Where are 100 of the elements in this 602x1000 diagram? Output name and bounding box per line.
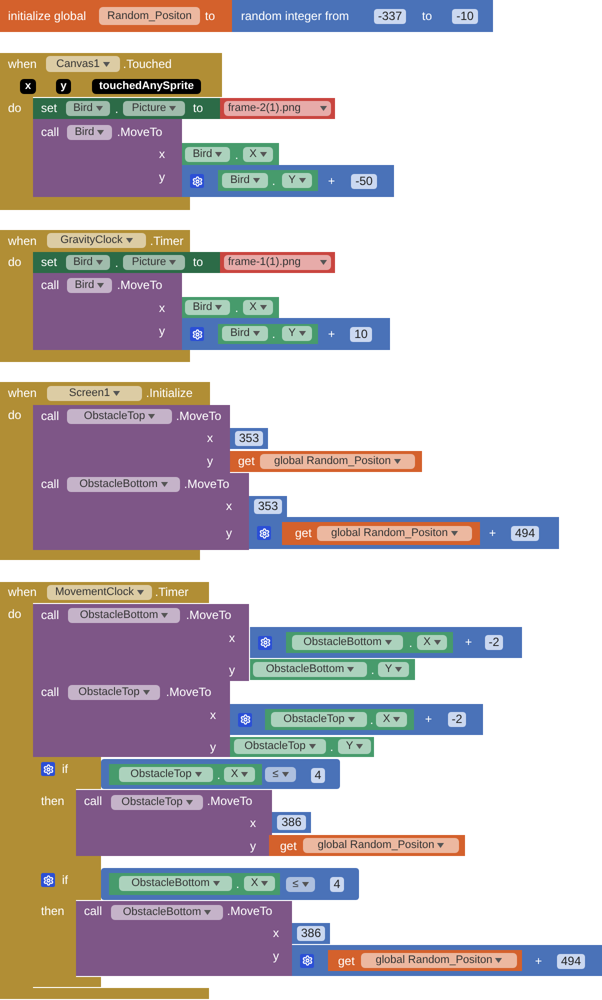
method-call-block — [76, 901, 292, 976]
block-label: . — [236, 877, 240, 891]
dropdown-field — [185, 300, 230, 315]
dropdown-field — [68, 608, 180, 623]
block-label: get — [338, 954, 355, 968]
dropdown-field — [378, 662, 409, 677]
dropdown-field — [265, 767, 296, 782]
field-text: X — [230, 768, 238, 781]
field-text: Y — [288, 327, 296, 340]
dropdown-field — [119, 767, 213, 782]
addition-block — [182, 318, 390, 350]
dropdown-field — [46, 56, 120, 72]
math-block — [232, 0, 493, 32]
field-text: Picture — [132, 102, 166, 115]
field-text: global Random_Positon — [376, 954, 492, 967]
number-field: 386 — [296, 926, 326, 941]
block-label: y — [229, 663, 235, 677]
block-label: then — [41, 904, 64, 918]
field-text: X — [249, 148, 257, 161]
block-label: .Initialize — [146, 386, 193, 400]
dropdown-field — [47, 233, 146, 248]
block-label: call — [41, 125, 60, 139]
field-text: ≤ — [272, 768, 279, 781]
block-label: y — [226, 526, 232, 540]
block-label: . — [217, 768, 220, 782]
addition-block — [250, 627, 522, 658]
field-text: ObstacleBottom — [80, 609, 158, 622]
block-label: + — [465, 635, 472, 649]
addition-block — [230, 704, 483, 735]
method-call-block — [33, 119, 182, 197]
block-label: when — [8, 386, 37, 400]
dropdown-field — [111, 905, 223, 920]
asset-block — [220, 98, 335, 119]
block-label: call — [41, 278, 60, 292]
number-field: 4 — [310, 768, 326, 782]
field-text: Bird — [73, 102, 93, 115]
dropdown-field — [243, 147, 273, 162]
block-label: when — [8, 57, 37, 71]
getter-block — [265, 709, 414, 730]
field-text: X — [250, 877, 258, 890]
number-field: 494 — [510, 526, 540, 540]
block-label: x — [226, 499, 232, 513]
block-label: . — [330, 740, 334, 754]
dropdown-field — [119, 876, 232, 891]
field-text: GravityClock — [60, 234, 123, 247]
dropdown-field — [376, 712, 407, 727]
dropdown-field — [303, 838, 459, 853]
getter-block — [182, 297, 279, 318]
method-call-block — [33, 604, 249, 681]
field-text: ObstacleTop — [84, 410, 146, 423]
dropdown-field — [111, 795, 203, 810]
field-text: ObstacleBottom — [266, 663, 344, 676]
block-label: y — [250, 839, 256, 853]
block-label: x — [210, 708, 216, 722]
getter-block — [250, 659, 415, 680]
dropdown-field — [260, 454, 415, 469]
field-text: Bird — [192, 148, 212, 161]
event-block — [0, 53, 222, 210]
dropdown-field — [47, 386, 142, 401]
block-label: . — [272, 174, 276, 188]
field-text: Random_Positon — [107, 10, 192, 22]
block-label: set — [41, 101, 58, 115]
field-text: x — [24, 80, 32, 93]
block-label: . — [235, 301, 238, 315]
number-field: -2 — [448, 712, 466, 727]
block-label: initialize global — [8, 9, 86, 23]
block-label: call — [84, 794, 102, 808]
block-label: .MoveTo — [227, 904, 272, 918]
dropdown-field — [67, 477, 180, 492]
block-label: set — [41, 255, 58, 269]
block-label: random integer from — [241, 9, 350, 23]
dropdown-field — [286, 877, 315, 892]
getter-block — [218, 170, 318, 191]
block-label: x — [207, 431, 213, 445]
field-text: Bird — [74, 279, 94, 292]
dropdown-field — [234, 739, 326, 754]
block-label: get — [238, 454, 255, 468]
asset-block — [220, 252, 335, 273]
block-label: y — [210, 740, 216, 754]
number-block — [230, 428, 268, 449]
block-label: when — [8, 585, 37, 599]
block-label: . — [409, 636, 412, 650]
parameter-chip — [56, 79, 71, 94]
dropdown-field — [253, 662, 367, 677]
block-label: call — [84, 904, 102, 918]
block-label: + — [328, 327, 336, 341]
block-label: y — [159, 170, 165, 184]
block-label: .MoveTo — [117, 125, 162, 139]
dropdown-field — [66, 101, 110, 116]
name-field — [99, 7, 200, 25]
number-field: 10 — [350, 326, 372, 342]
getter-block — [182, 143, 279, 165]
getter-block — [109, 873, 280, 895]
field-text: X — [382, 713, 390, 726]
block-label: call — [41, 477, 60, 491]
parameter-chip — [20, 79, 36, 94]
if-block — [33, 757, 101, 868]
field-text: X — [423, 636, 431, 649]
field-text: Bird — [230, 327, 250, 340]
dropdown-field — [123, 101, 185, 116]
